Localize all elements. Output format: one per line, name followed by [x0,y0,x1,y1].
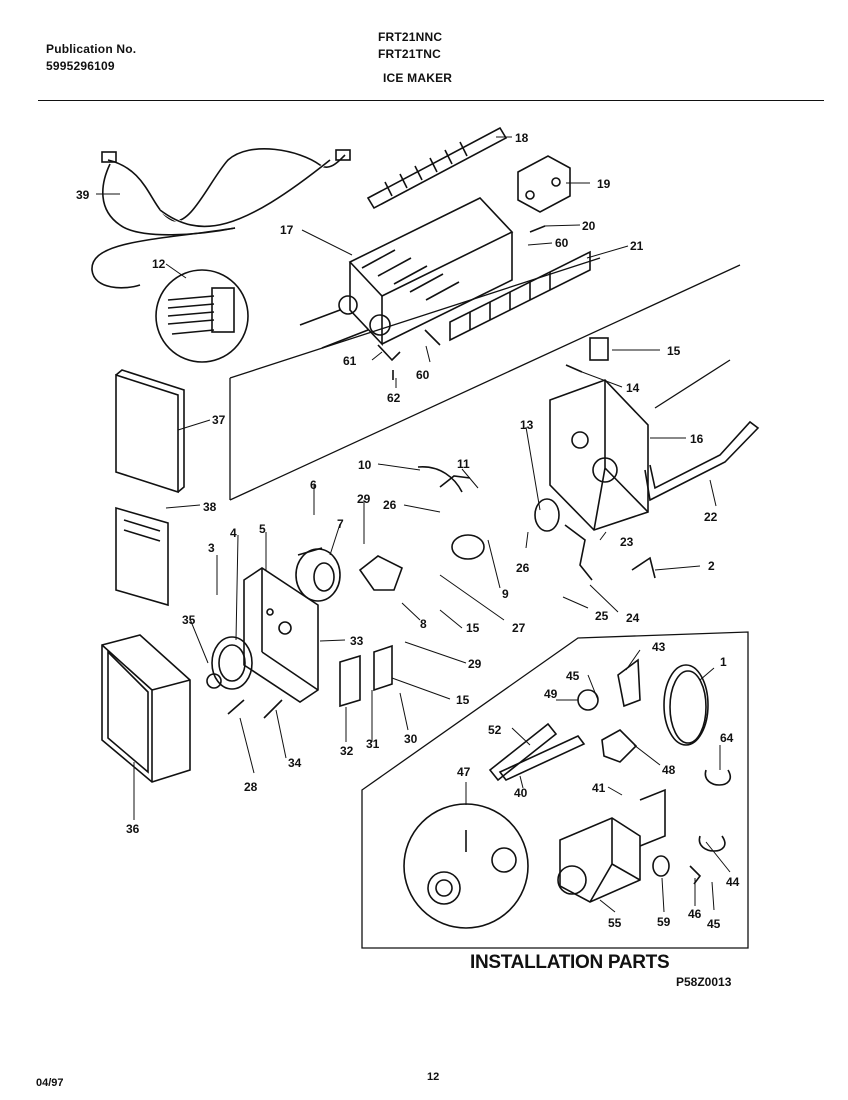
callout-12: 12 [152,257,166,271]
callout-9: 9 [502,587,509,601]
callout-2: 2 [708,559,715,573]
callout-15: 15 [667,344,681,358]
callout-55: 55 [608,916,622,930]
callout-1: 1 [720,655,727,669]
internal-parts [227,466,656,719]
water-valve-part [557,788,666,903]
callout-45: 45 [566,669,580,683]
cover-part [101,634,191,783]
callout-60: 60 [555,236,569,250]
callout-15: 15 [456,693,470,707]
callout-11: 11 [457,457,470,471]
wire-harness-part [91,148,351,289]
small-fasteners [377,225,546,380]
callout-47: 47 [457,765,471,779]
callout-3: 3 [208,541,215,555]
callout-16: 16 [690,432,704,446]
callout-25: 25 [595,609,609,623]
section-title: ICE MAKER [383,71,453,85]
fittings [488,658,731,885]
callout-41: 41 [592,781,606,795]
header-rule [38,100,824,101]
callout-17: 17 [280,223,294,237]
callout-26: 26 [383,498,397,512]
callout-29: 29 [468,657,482,671]
callout-49: 49 [544,687,558,701]
callout-27: 27 [512,621,526,635]
callout-10: 10 [358,458,372,472]
wiring-diagram-sheet [115,506,169,607]
callout-29: 29 [357,492,371,506]
callout-20: 20 [582,219,596,233]
callout-22: 22 [704,510,718,524]
tubing-coil [663,664,709,746]
assembly-outline [229,257,741,501]
callout-18: 18 [515,131,529,145]
motor-part [295,547,341,602]
ejector-blade-part [366,126,508,210]
callout-38: 38 [203,500,217,514]
connector-detail [155,269,249,363]
drive-gear-part [206,636,253,690]
stripper-part [449,250,591,342]
callout-30: 30 [404,732,418,746]
callout-33: 33 [350,634,364,648]
callout-28: 28 [244,780,258,794]
callout-46: 46 [688,907,702,921]
callout-34: 34 [288,756,302,770]
footer-date: 04/97 [36,1077,64,1089]
callout-59: 59 [657,915,671,929]
callout-44: 44 [726,875,740,889]
callout-21: 21 [630,239,644,253]
callout-8: 8 [420,617,427,631]
control-housing-part [549,379,649,531]
callout-43: 43 [652,640,666,654]
leader-lines [96,136,731,913]
callout-4: 4 [230,526,237,540]
switch-part [565,337,609,373]
callout-62: 62 [387,391,401,405]
callout-23: 23 [620,535,634,549]
publication-label: Publication No. [46,42,137,56]
callout-52: 52 [488,723,502,737]
callout-39: 39 [76,188,90,202]
callout-48: 48 [662,763,676,777]
installation-caption: INSTALLATION PARTS [470,952,670,973]
callout-35: 35 [182,613,196,627]
ice-mold-part [299,197,514,349]
publication-number: 5995296109 [46,59,115,73]
page-number: 12 [427,1071,440,1083]
callout-31: 31 [366,737,380,751]
callout-40: 40 [514,786,528,800]
figure-code: P58Z0013 [676,975,732,989]
callout-19: 19 [597,177,611,191]
callout-37: 37 [212,413,226,427]
part-callouts: 18 19 20 60 21 17 39 12 15 14 16 61 60 6… [76,131,740,931]
shutoff-arm-part [644,420,760,502]
bearing-part [517,155,571,213]
callout-61: 61 [343,354,357,368]
callout-60: 60 [416,368,430,382]
valve-detail-circle [403,803,529,929]
callout-13: 13 [520,418,534,432]
callout-45: 45 [707,917,721,931]
callout-7: 7 [337,517,344,531]
callout-36: 36 [126,822,140,836]
installation-parts-outline [361,631,749,949]
callout-14: 14 [626,381,640,395]
mounting-plate-part [243,567,319,703]
callout-64: 64 [720,731,734,745]
manual-booklet [115,369,185,494]
callout-32: 32 [340,744,354,758]
callout-5: 5 [259,522,266,536]
callout-15: 15 [466,621,480,635]
callout-24: 24 [626,611,640,625]
callout-6: 6 [310,478,317,492]
model-number-2: FRT21TNC [378,47,441,61]
model-number-1: FRT21NNC [378,30,443,44]
callout-26: 26 [516,561,530,575]
